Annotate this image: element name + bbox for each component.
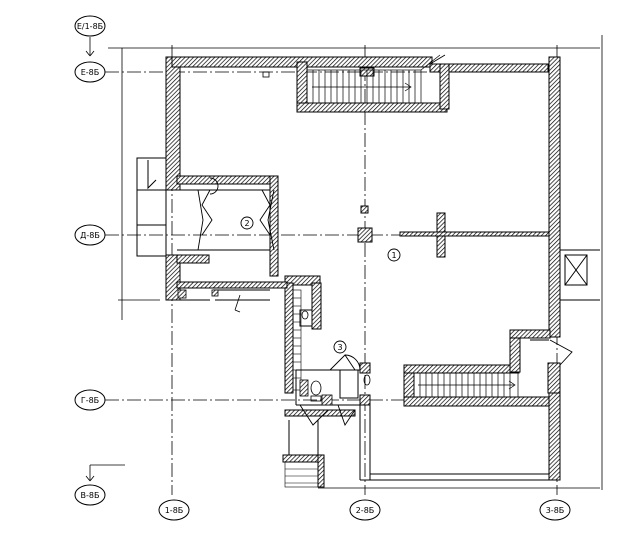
axis-bubble-v: В-8Б	[74, 484, 106, 506]
dimension-lines	[85, 35, 603, 490]
room-number: 1	[391, 251, 396, 260]
axis-bubble-c2: 2-8Б	[349, 499, 381, 521]
axis-bubble-e: Е-8Б	[74, 61, 106, 83]
room-marker-2: 2	[240, 216, 254, 230]
staircase-lower	[413, 372, 519, 398]
wc-fixture	[299, 310, 371, 406]
hatched-walls	[165, 56, 561, 488]
axis-label: 3-8Б	[546, 506, 565, 515]
doors	[197, 54, 573, 427]
staircase-upper	[306, 54, 441, 104]
axis-label: Д-8Б	[80, 231, 100, 240]
small-symbols	[177, 71, 270, 313]
axis-label: Г-8Б	[81, 396, 99, 405]
room-marker-1: 1	[387, 248, 401, 262]
axis-label: 2-8Б	[356, 506, 375, 515]
axis-label: В-8Б	[81, 491, 100, 500]
axis-bubble-c3: 3-8Б	[539, 499, 571, 521]
axis-label: Е/1-8Б	[77, 22, 103, 31]
axis-bubble-d: Д-8Б	[74, 224, 106, 246]
room-number: 3	[337, 343, 342, 352]
room-number: 2	[244, 219, 249, 228]
axis-label: Е-8Б	[81, 68, 100, 77]
axis-bubble-c1: 1-8Б	[158, 499, 190, 521]
partition-lines	[136, 157, 600, 481]
room-marker-3: 3	[333, 340, 347, 354]
axis-label: 1-8Б	[165, 506, 184, 515]
axis-bubble-g: Г-8Б	[74, 389, 106, 411]
axis-bubble-e1: Е/1-8Б	[74, 15, 106, 37]
